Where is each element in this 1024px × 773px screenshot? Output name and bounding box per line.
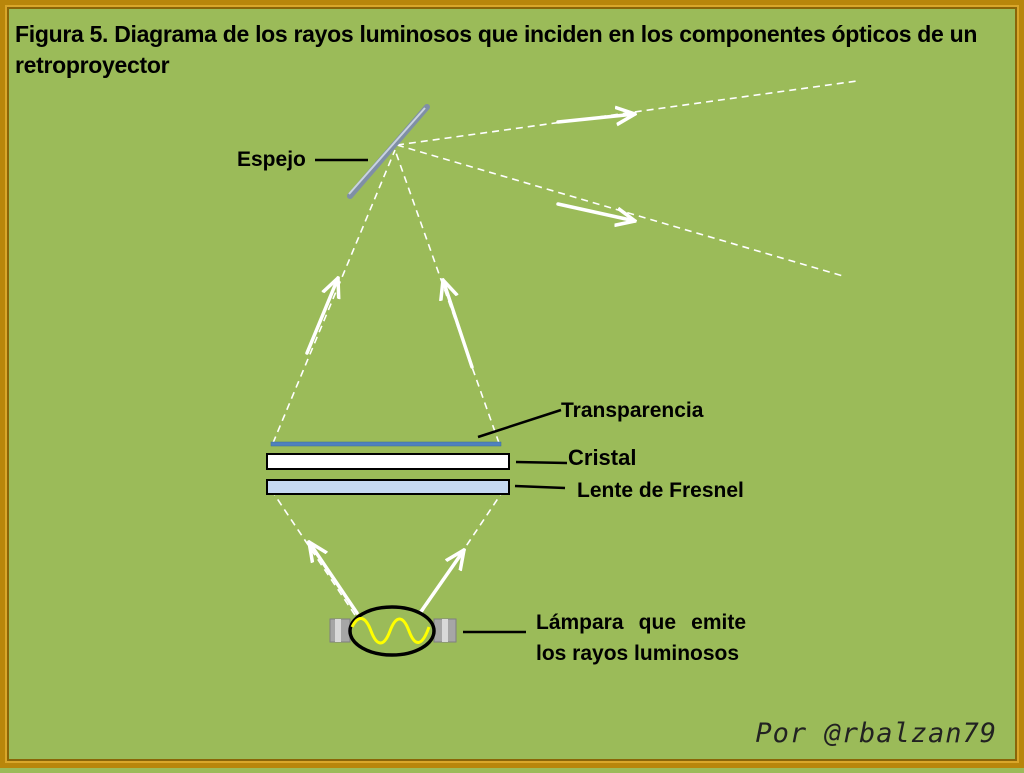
figure-title: Figura 5. Diagrama de los rayos luminoso… [15,21,978,78]
label-lampara: Lámpara que emite los rayos luminosos [536,607,746,669]
ray-arrows [305,114,635,615]
transparency-sheet [270,441,502,447]
label-lampara-line2: los rayos luminosos [536,642,740,665]
ray-reflected-lower [396,144,844,277]
fresnel-lens [266,479,510,495]
arrow-lamp-left [309,542,359,615]
leader-lines [315,158,568,634]
glass-plate [266,453,510,470]
lamp-filament [350,617,431,645]
label-lente-fresnel: Lente de Fresnel [577,479,744,502]
arrow-up-left [305,278,338,355]
ray-lamp-left [269,487,356,616]
lamp [329,605,457,657]
ray-reflected-upper [396,80,858,146]
leader-transparencia [477,408,562,439]
label-espejo: Espejo [237,148,306,171]
arrow-up-right [443,280,474,369]
author-credit: Por @rbalzan79 [755,718,997,749]
lamp-bulb [348,605,436,657]
label-lampara-line1: Lámpara que emite [536,611,746,634]
label-transparencia: Transparencia [561,399,704,422]
optics-diagram [266,80,858,657]
ray-left-up [272,149,396,444]
leader-cristal [515,460,568,465]
mirror [347,104,430,199]
arrow-out-lower [556,202,635,221]
leader-fresnel [514,484,566,490]
ray-right-up [394,149,500,444]
label-cristal: Cristal [568,445,637,470]
arrow-lamp-right [418,550,464,615]
arrow-out-upper [556,114,635,122]
